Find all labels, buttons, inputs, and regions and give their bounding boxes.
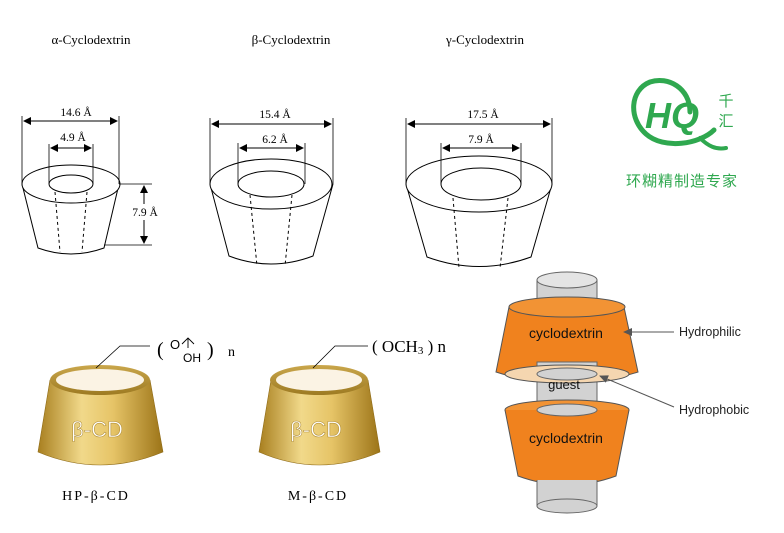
gamma-cavity xyxy=(440,167,522,201)
m-substituent: ( OCH3 ) n xyxy=(372,337,446,357)
hp-beta-cd: β-CD ( O OH ) n HP-β-CD xyxy=(37,337,235,504)
gamma-outer-label: 17.5 Å xyxy=(467,107,499,121)
upper-cd-label: cyclodextrin xyxy=(529,325,603,341)
beta-title: β-Cyclodextrin xyxy=(252,32,331,47)
m-caption: M-β-CD xyxy=(288,489,348,504)
m-body-label: β-CD xyxy=(290,417,342,442)
beta-cyclodextrin: β-Cyclodextrin 15.4 Å 6.2 Å xyxy=(209,32,334,267)
alpha-cyclodextrin: α-Cyclodextrin 14.6 Å 4.9 Å 7.9 Å xyxy=(21,32,160,255)
hp-caption: HP-β-CD xyxy=(62,489,130,504)
hydrophobic-arrow xyxy=(599,375,675,408)
m-beta-cd: β-CD ( OCH3 ) n M-β-CD xyxy=(258,337,446,504)
m-cone-top-face xyxy=(276,369,362,391)
logo-swirl-icon xyxy=(631,78,717,147)
logo-char-top: 千 xyxy=(718,93,733,110)
lower-cd-label: cyclodextrin xyxy=(529,430,603,446)
beta-outer-label: 15.4 Å xyxy=(259,107,291,121)
hp-cone-top-face xyxy=(56,369,144,391)
beta-cavity xyxy=(237,170,305,198)
hp-cone-body xyxy=(37,379,164,466)
hp-subscript-n: n xyxy=(228,345,235,360)
logo-char-bottom: 汇 xyxy=(718,113,733,130)
alpha-outer-label: 14.6 Å xyxy=(60,105,92,119)
gamma-title: γ-Cyclodextrin xyxy=(445,32,524,47)
lower-cd-cone xyxy=(504,409,630,486)
alpha-height-label: 7.9 Å xyxy=(132,205,158,219)
guest-label: guest xyxy=(548,377,580,392)
hp-substituent-top: O xyxy=(170,337,180,352)
m-leader-line xyxy=(312,345,368,369)
gamma-cyclodextrin: γ-Cyclodextrin 17.5 Å 7.9 Å xyxy=(405,32,553,269)
logo-letters: HQ xyxy=(645,95,699,136)
hydrophilic-label: Hydrophilic xyxy=(679,325,741,339)
alpha-inner-label: 4.9 Å xyxy=(60,130,86,144)
m-cone-body xyxy=(258,379,381,466)
logo-tagline: 环糊精制造专家 xyxy=(626,173,738,190)
beta-inner-label: 6.2 Å xyxy=(262,132,288,146)
brand-logo: HQ 千 汇 环糊精制造专家 xyxy=(626,78,738,190)
alpha-cavity xyxy=(48,174,94,194)
hp-body-label: β-CD xyxy=(71,417,123,442)
hp-leader-line xyxy=(95,345,150,369)
hydrophobic-label: Hydrophobic xyxy=(679,403,749,417)
hp-substituent-sub: OH xyxy=(183,351,201,365)
inclusion-complex: cyclodextrin guest cyclodextrin Hydrophi… xyxy=(495,271,749,514)
hp-paren-close: ) xyxy=(207,339,214,361)
alpha-cone-body xyxy=(21,183,120,255)
gamma-inner-label: 7.9 Å xyxy=(468,132,494,146)
alpha-title: α-Cyclodextrin xyxy=(51,32,131,47)
hp-paren-open: ( xyxy=(157,339,164,361)
